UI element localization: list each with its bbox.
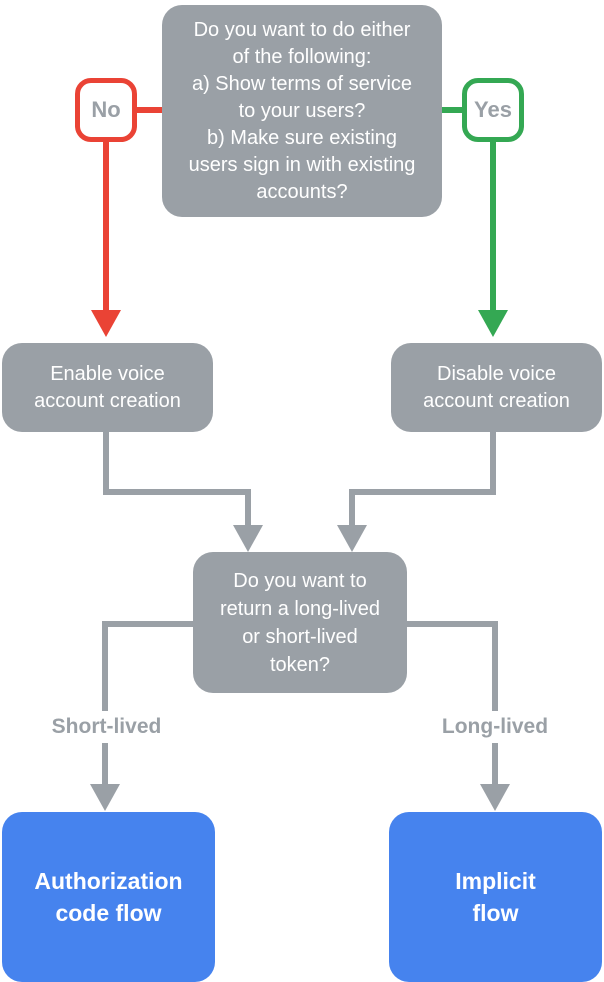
yes-badge: Yes bbox=[462, 78, 524, 142]
no-branch-vertical-line bbox=[103, 142, 109, 312]
short-lived-vertical-line bbox=[102, 621, 108, 785]
gray-arrow-down-icon-left bbox=[233, 525, 263, 552]
yes-branch-horizontal-line bbox=[442, 107, 462, 113]
no-branch-horizontal-line bbox=[137, 107, 162, 113]
long-lived-horizontal-line bbox=[407, 621, 498, 627]
implicit-flow-node: Implicit flow bbox=[389, 812, 602, 982]
red-arrow-down-icon bbox=[91, 310, 121, 337]
short-lived-label: Short-lived bbox=[20, 711, 193, 743]
gray-arrow-down-icon-long-lived bbox=[480, 784, 510, 811]
long-lived-vertical-line bbox=[492, 621, 498, 785]
question-node-terms-of-service: Do you want to do either of the followin… bbox=[162, 5, 442, 217]
gray-arrow-down-icon-short-lived bbox=[90, 784, 120, 811]
authorization-code-flow-node: Authorization code flow bbox=[2, 812, 215, 982]
disable-connector-down-line bbox=[490, 432, 496, 495]
enable-connector-stub-line bbox=[245, 489, 251, 526]
disable-connector-stub-line bbox=[349, 489, 355, 526]
gray-arrow-down-icon-right bbox=[337, 525, 367, 552]
disable-connector-horizontal-line bbox=[349, 489, 496, 495]
question-node-token-lifetime: Do you want to return a long-lived or sh… bbox=[193, 552, 407, 693]
long-lived-label: Long-lived bbox=[408, 711, 582, 743]
green-arrow-down-icon bbox=[478, 310, 508, 337]
enable-voice-account-creation-node: Enable voice account creation bbox=[2, 343, 213, 432]
no-badge: No bbox=[75, 78, 137, 142]
disable-voice-account-creation-node: Disable voice account creation bbox=[391, 343, 602, 432]
short-lived-horizontal-line bbox=[102, 621, 193, 627]
yes-branch-vertical-line bbox=[490, 142, 496, 312]
enable-connector-down-line bbox=[103, 432, 109, 495]
enable-connector-horizontal-line bbox=[103, 489, 251, 495]
